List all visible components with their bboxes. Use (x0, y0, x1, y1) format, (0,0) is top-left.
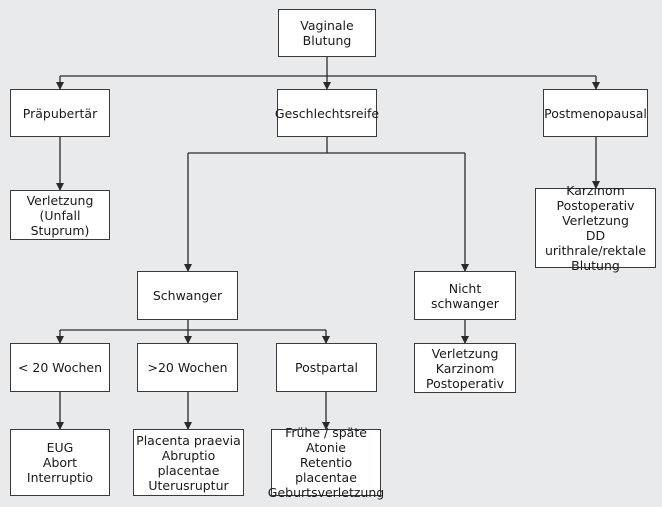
node-label: Vaginale Blutung (300, 18, 354, 48)
node-label: EUG Abort Interruptio (26, 440, 94, 485)
node-label: Präpubertär (22, 105, 98, 121)
node-label: Geschlechtsreife (274, 105, 380, 121)
node-postmenopausal: Postmenopausal (543, 89, 648, 137)
node-label: Postpartal (295, 360, 358, 375)
node-label: Postmenopausal (544, 105, 647, 121)
node-schwanger: Schwanger (137, 271, 238, 320)
node-label: Frühe / späte Atonie Retentio placentae … (267, 425, 385, 500)
node-label: Verletzung Karzinom Postoperativ (426, 345, 504, 391)
node-label: Verletzung (Unfall Stuprum) (26, 192, 94, 238)
node-label: Placenta praevia Abruptio placentae Uter… (136, 432, 241, 493)
node-eug-abort-interruptio: EUG Abort Interruptio (10, 429, 110, 496)
node-geschlechtsreife: Geschlechtsreife (274, 89, 380, 137)
node-unter-20-wochen: < 20 Wochen (10, 343, 110, 392)
node-placenta-praevia: Placenta praevia Abruptio placentae Uter… (133, 429, 244, 496)
node-label: Nicht schwanger (431, 280, 499, 311)
node-ueber-20-wochen: >20 Wochen (137, 343, 238, 392)
node-label: Karzinom Postoperativ Verletzung DD urit… (544, 183, 647, 273)
node-praepubertaer: Präpubertär (10, 89, 110, 137)
node-label: Schwanger (152, 288, 223, 303)
node-label: >20 Wochen (147, 360, 228, 375)
node-postpartal: Postpartal (276, 343, 377, 392)
node-nicht-schwanger: Nicht schwanger (414, 271, 516, 320)
node-verletzung-karzinom-postoperativ: Verletzung Karzinom Postoperativ (414, 343, 516, 393)
node-label: < 20 Wochen (17, 360, 102, 375)
node-fruehe-spaete: Frühe / späte Atonie Retentio placentae … (268, 425, 384, 500)
node-verletzung-unfall: Verletzung (Unfall Stuprum) (10, 190, 110, 240)
node-vaginale-blutung: Vaginale Blutung (278, 9, 376, 57)
node-karzinom-postoperativ: Karzinom Postoperativ Verletzung DD urit… (535, 183, 656, 273)
